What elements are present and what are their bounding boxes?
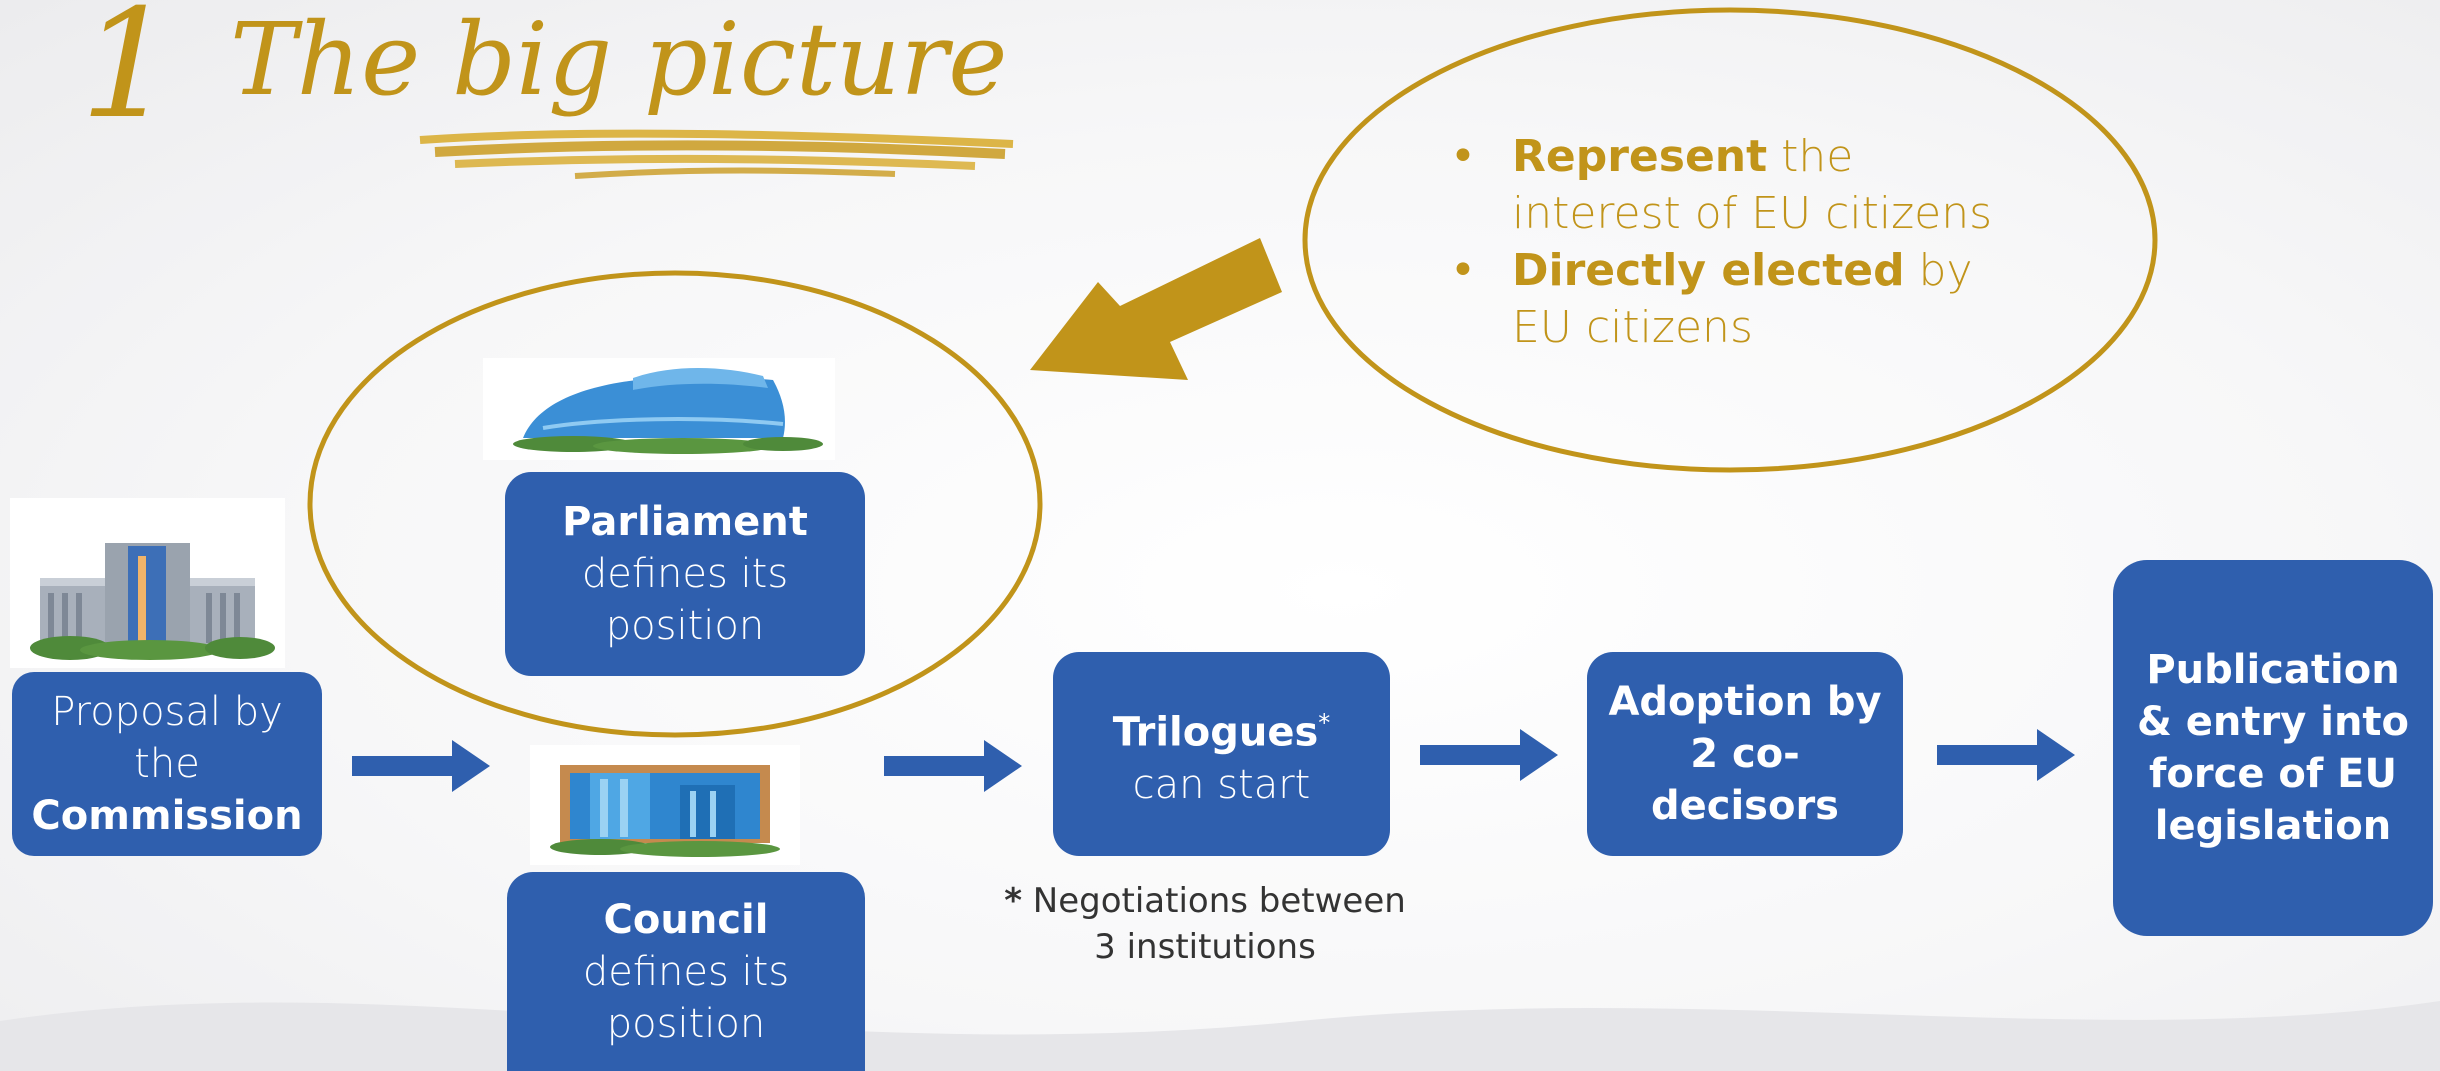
- step-box-publication: Publication & entry into force of EU leg…: [2113, 560, 2433, 936]
- step-bold-label: Parliament: [562, 499, 808, 545]
- step-text: the: [134, 741, 200, 787]
- parliament-building-icon: [483, 358, 835, 460]
- bullet-text: by: [1904, 245, 1973, 296]
- bullet-bold-elected: Directly elected: [1512, 245, 1905, 296]
- bullet-item-represent: • Represent the interest of EU citizens: [1450, 128, 1992, 242]
- flow-arrow-icon: [884, 740, 1022, 792]
- page-title: The big picture: [230, 1, 1008, 118]
- step-text: legislation: [2154, 803, 2392, 849]
- step-text: can start: [1132, 761, 1311, 808]
- step-text: 2 co-: [1690, 731, 1800, 777]
- flow-arrow-icon: [1937, 729, 2075, 781]
- step-text: defines its: [582, 948, 790, 995]
- step-bold-label: Trilogues: [1112, 709, 1319, 756]
- step-text: decisors: [1650, 783, 1839, 829]
- commission-building-icon: [10, 498, 285, 668]
- footnote-marker: *: [1318, 709, 1331, 738]
- bullet-text: EU citizens: [1512, 302, 1753, 353]
- footnote-text: 3 institutions: [1094, 927, 1316, 967]
- footnote-text: Negotiations between: [1021, 881, 1406, 921]
- section-number: 1: [80, 0, 176, 152]
- footnote-star: *: [1004, 881, 1022, 921]
- flow-arrow-icon: [352, 740, 490, 792]
- step-bold-label: Council: [603, 896, 769, 943]
- council-building-icon: [530, 745, 800, 865]
- background-wave: [0, 1001, 2440, 1071]
- bullet-dot: •: [1450, 131, 1476, 182]
- step-text: & entry into: [2136, 699, 2410, 745]
- callout-arrow-icon: [1030, 238, 1282, 380]
- step-text: Adoption by: [1608, 679, 1882, 725]
- parliament-highlight-ellipse: [307, 270, 1043, 738]
- flow-arrow-icon: [1420, 729, 1558, 781]
- bullet-bold-represent: Represent: [1512, 131, 1768, 182]
- bullet-text: interest of EU citizens: [1512, 188, 1993, 239]
- callout-ellipse: [1302, 7, 2158, 473]
- step-text: position: [606, 1000, 766, 1047]
- step-box-trilogues: Trilogues* can start: [1053, 652, 1390, 856]
- bullet-item-elected: • Directly elected by EU citizens: [1450, 242, 1992, 356]
- step-text: force of EU: [2149, 751, 2397, 797]
- bullet-text: the: [1767, 131, 1854, 182]
- callout-bullet-list: • Represent the interest of EU citizens …: [1450, 128, 1992, 356]
- step-text: defines its: [581, 551, 789, 597]
- step-box-adoption: Adoption by 2 co- decisors: [1587, 652, 1903, 856]
- step-bold-label: Commission: [31, 793, 303, 839]
- step-text: Publication: [2146, 647, 2400, 693]
- step-box-parliament: Parliament defines its position: [505, 472, 865, 676]
- step-box-council: Council defines its position: [507, 872, 865, 1071]
- bullet-dot: •: [1450, 245, 1476, 296]
- step-box-commission: Proposal by the Commission: [12, 672, 322, 856]
- step-text: Proposal by: [51, 689, 283, 735]
- trilogues-footnote: * Negotiations between 3 institutions: [975, 878, 1435, 970]
- step-text: position: [605, 603, 765, 649]
- title-underline-brush: [419, 129, 1014, 179]
